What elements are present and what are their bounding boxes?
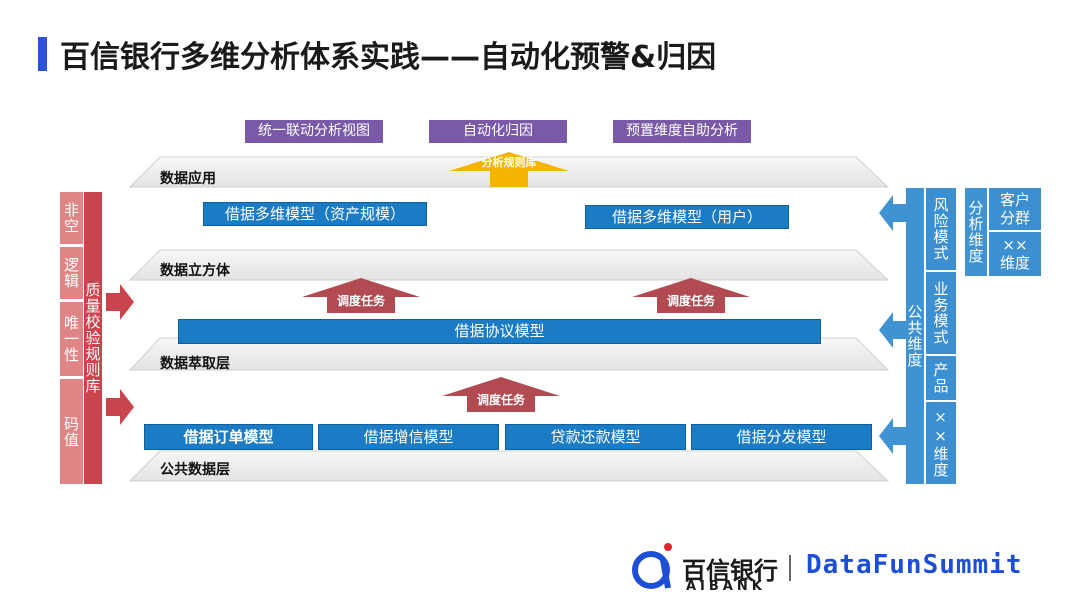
title-accent-bar [38,37,47,71]
arrow-up-icon [449,152,569,187]
task-label-3: 调度任务 [476,393,525,407]
quality-rule-library: 质量校验规则库 [84,192,102,484]
task-label-2: 调度任务 [666,294,715,308]
tag-self-service-analysis: 预置维度自助分析 [613,120,751,143]
tag-auto-attribution: 自动化归因 [429,120,567,143]
dim-xx: ××维度 [926,402,956,484]
arrow-left-icon [879,418,906,454]
cube-model-asset: 借据多维模型（资产规模） [203,202,427,226]
plane-label-extract: 数据萃取层 [160,356,230,372]
arrow-up-icon [442,377,560,412]
arrow-right-icon [106,284,134,320]
public-model-repay: 贷款还款模型 [505,424,686,450]
plane-label-app: 数据应用 [160,171,216,187]
arrow-right-icon [106,389,134,425]
plane-public [128,450,890,482]
datafun-summit-logo: DataFunSummit [806,550,1023,580]
plane-label-cube: 数据立方体 [160,263,230,279]
arrow-left-icon [879,312,906,348]
protocol-model: 借据协议模型 [178,319,821,344]
dim-customer-group: 客户分群 [989,188,1041,230]
cube-model-user: 借据多维模型（用户） [585,205,789,229]
tag-unified-view: 统一联动分析视图 [245,120,383,143]
plane-cube [128,249,890,281]
check-rule-unique: 唯一性 [60,302,83,376]
brand-name-cn: 百信银行 [682,557,778,585]
public-dimension: 公共维度 [906,188,924,484]
dim-xx-analysis: ××维度 [989,232,1041,276]
yellow-arrow-label: 分析规则库 [481,156,537,169]
arrow-left-icon [879,195,906,231]
brand-name-en: AIBANK [686,579,766,594]
plane-label-public: 公共数据层 [160,462,230,478]
dim-product: 产品 [926,356,956,400]
check-rule-nonnull: 非空 [60,192,83,244]
arrow-up-icon [632,278,750,313]
public-model-distribute: 借据分发模型 [691,424,872,450]
arrow-up-icon [302,278,420,313]
task-label-1: 调度任务 [336,294,385,308]
dim-business-mode: 业务模式 [926,272,956,354]
public-model-credit: 借据增信模型 [318,424,499,450]
check-rule-logic: 逻辑 [60,247,83,299]
public-model-order: 借据订单模型 [144,424,313,450]
check-rule-code: 码值 [60,379,83,484]
page-title: 百信银行多维分析体系实践——自动化预警&归因 [60,40,717,75]
dim-risk-mode: 风险模式 [926,188,956,270]
analysis-dimension: 分析维度 [965,188,987,276]
